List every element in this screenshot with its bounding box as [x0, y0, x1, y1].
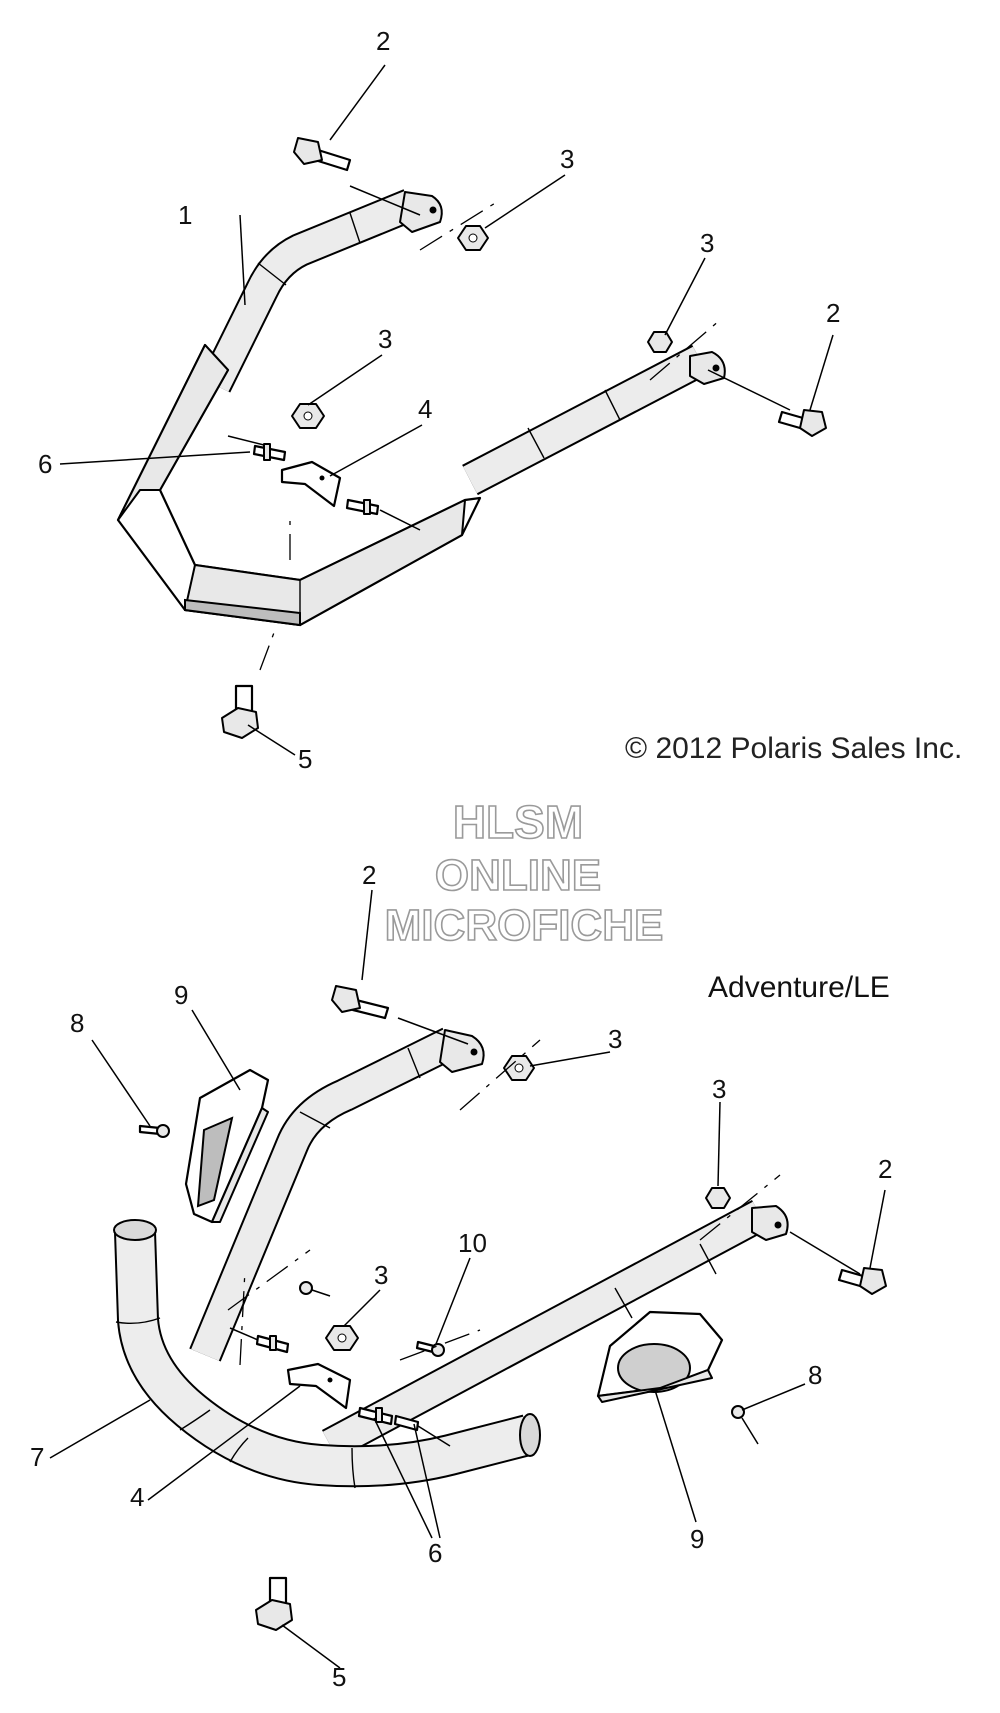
watermark: HLSM ONLINE MICROFICHE — [384, 795, 664, 951]
tube-end-bracket-bottom-right — [751, 1205, 789, 1241]
callout-3-top-right: 3 — [700, 228, 714, 258]
nut-3-top-right — [647, 331, 673, 353]
rivet-6-top-left — [227, 435, 287, 462]
tube-end-bracket-left — [399, 191, 443, 233]
callout-6-top: 6 — [38, 449, 52, 479]
watermark-line-2: ONLINE — [435, 851, 601, 900]
nut-3-bottom-center — [325, 1325, 359, 1351]
screw-5-bottom — [255, 1576, 293, 1631]
callouts-top: 1 2 2 3 3 3 4 5 6 — [38, 26, 840, 774]
callout-2-top-right: 2 — [826, 298, 840, 328]
callout-8-left: 8 — [70, 1008, 84, 1038]
rivet-6-bottom-left — [229, 1327, 290, 1354]
guard-9-right — [596, 1310, 724, 1403]
front-tube-7 — [113, 1219, 541, 1489]
bottom-assembly — [49, 889, 887, 1669]
mount-bracket-top — [280, 460, 342, 508]
callout-9-right: 9 — [690, 1524, 704, 1554]
callout-3-top-left: 3 — [560, 144, 574, 174]
bumper-tube-bottom — [189, 1027, 769, 1460]
small-pin-bottom — [299, 1281, 331, 1297]
callout-2-top-left: 2 — [376, 26, 390, 56]
screw-5-top — [221, 684, 259, 739]
top-assembly — [59, 64, 834, 756]
callout-7: 7 — [30, 1442, 44, 1472]
bolt-2-bottom-right — [837, 1267, 887, 1295]
callout-8-right: 8 — [808, 1360, 822, 1390]
guard-9-left — [184, 1068, 270, 1224]
pin-10 — [415, 1340, 445, 1357]
tube-end-bracket-bottom-left — [439, 1029, 485, 1073]
variant-label: Adventure/LE — [708, 971, 890, 1004]
nut-3-bottom-right — [705, 1187, 731, 1209]
watermark-line-1: HLSM — [453, 796, 583, 848]
nut-3-top-left — [457, 225, 489, 251]
callout-5-top: 5 — [298, 744, 312, 774]
callout-3-bottom-center: 3 — [374, 1260, 388, 1290]
callouts-bottom: 2 2 3 3 3 4 5 6 7 8 8 9 9 10 — [30, 860, 892, 1692]
rivet-6-top-right — [345, 498, 421, 531]
callout-9-left: 9 — [174, 980, 188, 1010]
rivet-6-bottom-right — [357, 1406, 451, 1447]
callout-10: 10 — [458, 1228, 487, 1258]
nut-3-top-center — [291, 403, 325, 429]
bolt-2-top-left — [293, 137, 352, 172]
callout-3-bottom-right: 3 — [712, 1074, 726, 1104]
bolt-2-top-right — [777, 409, 827, 437]
callout-3-bottom-left: 3 — [608, 1024, 622, 1054]
nut-3-bottom-left — [503, 1055, 535, 1081]
bumper-tube-top — [199, 189, 708, 496]
callout-1: 1 — [178, 200, 192, 230]
watermark-line-3: MICROFICHE — [385, 901, 664, 950]
callout-4-top: 4 — [418, 394, 432, 424]
screw-8-right — [731, 1405, 759, 1445]
mount-bracket-bottom — [286, 1362, 352, 1410]
front-skid-plate — [116, 343, 482, 627]
callout-6-bottom: 6 — [428, 1538, 442, 1568]
callout-2-bottom-right: 2 — [878, 1154, 892, 1184]
screw-8-left — [138, 1124, 170, 1138]
copyright-notice: © 2012 Polaris Sales Inc. — [625, 732, 962, 765]
bolt-2-bottom-left — [331, 985, 390, 1020]
tube-end-bracket-right — [689, 351, 726, 385]
callout-5-bottom: 5 — [332, 1662, 346, 1692]
callout-3-top-center: 3 — [378, 324, 392, 354]
callout-4-bottom: 4 — [130, 1482, 144, 1512]
callout-2-bottom-left: 2 — [362, 860, 376, 890]
